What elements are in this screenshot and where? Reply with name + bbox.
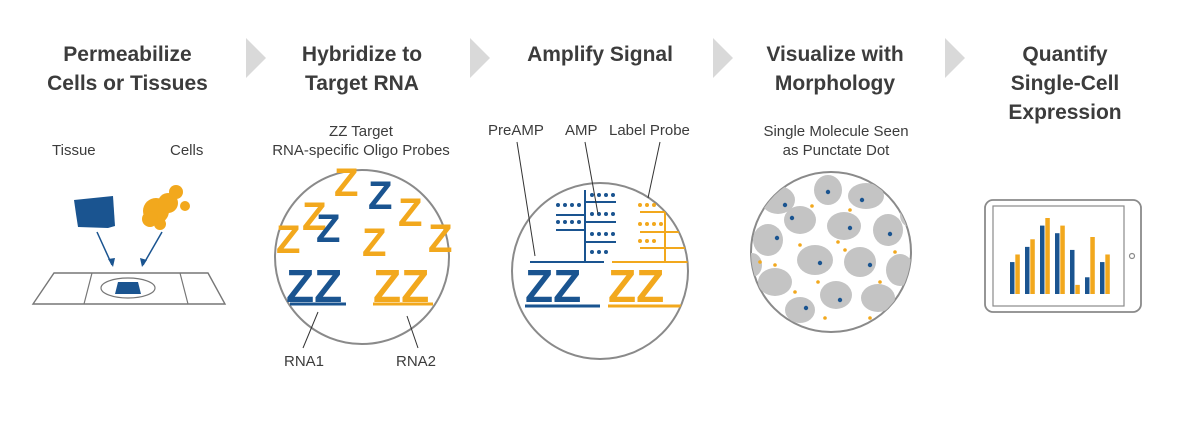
amplify-illustration: ZZ ZZ xyxy=(511,141,689,360)
svg-text:Z: Z xyxy=(398,191,422,235)
step-5-title: Quantify Single-Cell Expression xyxy=(1008,43,1122,124)
quantify-illustration xyxy=(984,199,1142,313)
cells-label: Cells xyxy=(170,142,204,159)
step-arrow-3 xyxy=(713,38,733,78)
tissue-sample xyxy=(74,196,115,228)
single-molecule-label: Single Molecule Seen as Punctate Dot xyxy=(763,123,909,159)
bar-orange-5 xyxy=(1075,284,1080,294)
bar-blue-3 xyxy=(1040,225,1045,294)
tissue-label: Tissue xyxy=(52,142,96,159)
rna2-label: RNA2 xyxy=(396,353,437,370)
step-3-title: Amplify Signal xyxy=(527,43,673,66)
tablet-screen xyxy=(992,205,1125,307)
cell-cluster xyxy=(142,185,190,230)
svg-text:Z: Z xyxy=(362,221,386,265)
cells-arrow xyxy=(142,231,163,266)
svg-text:Z: Z xyxy=(368,174,392,218)
bar-orange-3 xyxy=(1045,218,1050,294)
microscope-slide xyxy=(31,272,227,305)
preamp-label: PreAMP xyxy=(488,122,544,139)
rna1-label: RNA1 xyxy=(284,353,325,370)
bar-orange-6 xyxy=(1090,237,1095,294)
svg-text:ZZ: ZZ xyxy=(608,260,664,312)
bar-blue-5 xyxy=(1070,249,1075,294)
svg-text:ZZ: ZZ xyxy=(525,260,581,312)
bar-blue-6 xyxy=(1085,277,1090,294)
step-arrow-1 xyxy=(246,38,266,78)
hybridize-illustration: Z Z Z Z Z Z Z Z ZZ ZZ xyxy=(274,161,452,349)
svg-text:Z: Z xyxy=(302,195,326,239)
svg-text:Z: Z xyxy=(334,161,358,205)
step-2-title: Hybridize to Target RNA xyxy=(301,43,423,95)
bar-blue-2 xyxy=(1025,246,1030,294)
bar-orange-2 xyxy=(1030,239,1035,294)
bar-blue-7 xyxy=(1100,262,1105,294)
svg-text:Z: Z xyxy=(428,217,452,261)
visualize-illustration xyxy=(750,171,912,333)
zz-target-label: ZZ Target RNA-specific Oligo Probes xyxy=(272,123,450,159)
amp-label: AMP xyxy=(565,122,598,139)
bar-orange-7 xyxy=(1105,254,1110,294)
step-arrow-4 xyxy=(945,38,965,78)
bar-orange-1 xyxy=(1015,254,1020,294)
quantify-chart xyxy=(1010,218,1110,294)
permeabilize-illustration xyxy=(31,185,227,305)
step-arrow-2 xyxy=(470,38,490,78)
bar-blue-1 xyxy=(1010,262,1015,294)
step-4-title: Visualize with Morphology xyxy=(766,43,904,95)
bar-orange-4 xyxy=(1060,225,1065,294)
step-1-title: Permeabilize Cells or Tissues xyxy=(47,43,208,95)
svg-text:Z: Z xyxy=(316,207,340,251)
svg-text:Z: Z xyxy=(276,218,300,262)
label-probe-label: Label Probe xyxy=(609,122,690,139)
tablet-home-button xyxy=(1128,252,1136,260)
bar-blue-4 xyxy=(1055,233,1060,294)
